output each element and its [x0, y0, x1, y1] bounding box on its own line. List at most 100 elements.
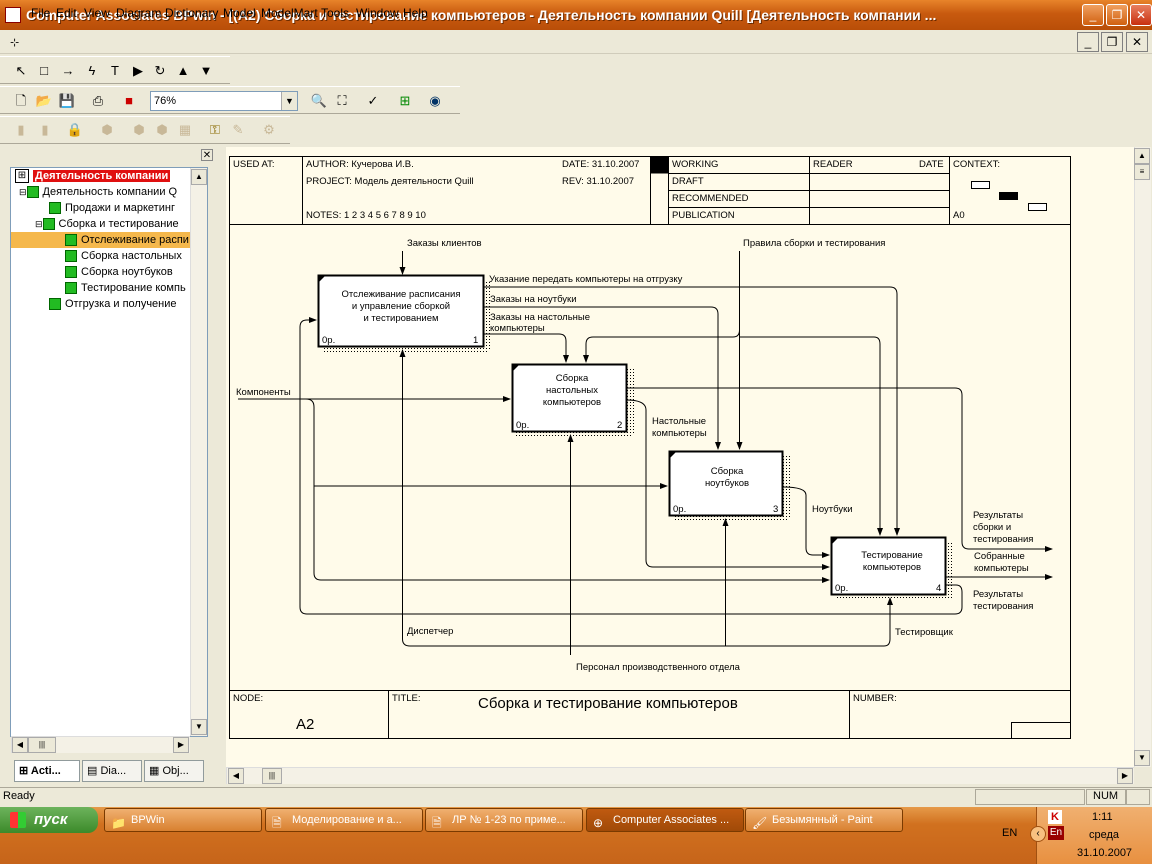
go-to-parent-icon[interactable]: ▲ — [176, 63, 190, 78]
arrow-test-results-feedback — [299, 317, 963, 615]
label-ship-instruction: Указание передать компьютеры на отгрузку — [489, 274, 683, 285]
start-button[interactable]: пуск — [0, 807, 98, 833]
collapse-icon[interactable]: ⊟ — [19, 187, 27, 197]
chevron-down-icon[interactable]: ▼ — [281, 92, 297, 110]
zoom-fit-icon[interactable]: ⛶ — [337, 93, 347, 108]
menu-edit[interactable]: Edit — [56, 6, 77, 20]
tree-root[interactable]: ⊞Деятельность компании — [11, 168, 207, 184]
activity-box-4[interactable]: Тестирование компьютеров 0р. 4 — [830, 536, 947, 596]
squiggle-tool-icon[interactable]: ϟ — [88, 63, 96, 78]
tray-expand-icon[interactable]: ‹ — [1030, 826, 1046, 842]
arrow-tool-icon[interactable]: → — [61, 63, 75, 78]
menu-help[interactable]: Help — [403, 6, 428, 20]
window-titlebar[interactable]: Computer Associates BPwin - [(A2) Сборка… — [0, 0, 1152, 30]
text-tool-icon[interactable]: T — [111, 63, 119, 78]
activity-box-2[interactable]: Сборка настольных компьютеров 0р. 2 — [511, 363, 628, 433]
scroll-right-icon[interactable]: ▶ — [173, 737, 189, 753]
clock-time[interactable]: 1:11 — [1092, 811, 1113, 823]
users-icon[interactable]: ⚙ — [263, 122, 275, 137]
menu-modelmart[interactable]: ModelMart — [261, 6, 318, 20]
horizontal-scroll-thumb[interactable]: ||| — [262, 768, 282, 784]
menu-tools[interactable]: Tools — [321, 6, 350, 20]
library-icon[interactable]: ⬢ — [101, 122, 113, 137]
compare-icon[interactable]: ⬢ — [156, 122, 168, 137]
activity-icon — [65, 250, 77, 263]
connect-icon[interactable]: ▮ — [17, 122, 25, 137]
tree-vertical-scrollbar[interactable] — [190, 168, 207, 736]
modelmart-icon[interactable]: ◉ — [429, 93, 441, 108]
go-to-child-icon[interactable]: ▶ — [133, 63, 143, 78]
new-file-icon[interactable]: 🗋 — [15, 93, 27, 108]
tree-item-7[interactable]: Отгрузка и получение — [11, 296, 207, 312]
minimize-button[interactable]: _ — [1082, 4, 1104, 26]
mdi-close-button[interactable]: ✕ — [1126, 32, 1148, 52]
go-to-sibling-icon[interactable]: ▼ — [199, 63, 213, 78]
menu-model[interactable]: Model — [223, 6, 256, 20]
box-tool-icon[interactable]: □ — [40, 63, 48, 78]
arrow-desktop-orders — [484, 333, 569, 363]
save-icon[interactable]: 💾 — [58, 93, 76, 108]
scroll-down-icon[interactable]: ▼ — [191, 719, 207, 735]
menu-diagram[interactable]: Diagram — [116, 6, 162, 20]
tree-item-6[interactable]: Тестирование компь — [11, 280, 207, 296]
keyboard-layout-icon[interactable]: En — [1048, 826, 1064, 840]
task-bpwin-app[interactable]: ⊕Computer Associates ... — [586, 808, 744, 832]
restore-button[interactable]: ❐ — [1106, 4, 1128, 26]
spellcheck-icon[interactable]: ✓ — [367, 93, 379, 108]
task-bpwin[interactable]: 📁BPWin — [104, 808, 262, 832]
tree-item-1[interactable]: Продажи и маркетинг — [11, 200, 207, 216]
activity-box-3[interactable]: Сборка ноутбуков 0р. 3 — [668, 450, 784, 517]
vertical-scroll-thumb[interactable]: ≡ — [1134, 164, 1150, 180]
scroll-right-icon[interactable]: ▶ — [1117, 768, 1133, 784]
model-explorer-icon[interactable]: ⊞ — [399, 93, 411, 108]
scroll-up-icon[interactable]: ▲ — [1134, 148, 1150, 164]
kaspersky-icon[interactable]: K — [1048, 810, 1062, 824]
diagram-horizontal-scrollbar[interactable] — [226, 767, 1134, 784]
tree-item-3[interactable]: Отслеживание распи — [11, 232, 207, 248]
tree-item-5[interactable]: Сборка ноутбуков — [11, 264, 207, 280]
mdi-minimize-button[interactable]: _ — [1077, 32, 1099, 52]
menu-dictionary[interactable]: Dictionary — [165, 6, 219, 20]
security-icon[interactable]: ⚿ — [210, 122, 220, 137]
scroll-left-icon[interactable]: ◀ — [12, 737, 28, 753]
menu-file[interactable]: File — [31, 6, 51, 20]
horizontal-scroll-thumb[interactable]: ||| — [28, 737, 56, 753]
tab-objects[interactable]: ▦ Obj... — [144, 760, 204, 782]
tab-diagrams[interactable]: ▤ Dia... — [82, 760, 142, 782]
task-paint[interactable]: 🖌Безымянный - Paint — [745, 808, 903, 832]
menu-window[interactable]: Window — [356, 6, 399, 20]
rotate-icon[interactable]: ↻ — [154, 63, 166, 78]
zoom-icon[interactable]: 🔍 — [310, 93, 328, 108]
lock-icon[interactable]: 🔒 — [66, 122, 84, 137]
tree-item-4[interactable]: Сборка настольных — [11, 248, 207, 264]
report-icon[interactable]: ✎ — [232, 122, 244, 137]
tab-activities[interactable]: ⊞ Acti... — [14, 760, 80, 782]
language-indicator[interactable]: EN — [1002, 827, 1018, 839]
zoom-select[interactable]: 76% ▼ — [150, 91, 298, 111]
panel-close-icon[interactable]: ✕ — [201, 149, 213, 161]
disconnect-icon[interactable]: ▮ — [41, 122, 49, 137]
bpwin-app-icon[interactable] — [5, 7, 21, 23]
scroll-down-icon[interactable]: ▼ — [1134, 750, 1150, 766]
activity-tree[interactable]: ⊞Деятельность компании ⊟Деятельность ком… — [10, 167, 208, 737]
diagram-title: Сборка и тестирование компьютеров — [478, 695, 738, 712]
scroll-up-icon[interactable]: ▲ — [191, 169, 207, 185]
color-palette-icon[interactable]: ■ — [125, 93, 133, 108]
table-icon[interactable]: ▦ — [178, 122, 192, 137]
task-word-lr[interactable]: 🗎ЛР № 1-23 по приме... — [425, 808, 583, 832]
mdi-restore-button[interactable]: ❐ — [1101, 32, 1123, 52]
menu-view[interactable]: View — [84, 6, 110, 20]
pointer-tool-icon[interactable]: ↖ — [15, 63, 27, 78]
print-icon[interactable]: ⎙ — [92, 93, 104, 108]
merge-icon[interactable]: ⬢ — [133, 122, 145, 137]
scroll-left-icon[interactable]: ◀ — [228, 768, 244, 784]
tree-item-0[interactable]: ⊟Деятельность компании Q — [11, 184, 207, 200]
activity-box-1[interactable]: Отслеживание расписания и управление сбо… — [317, 274, 485, 348]
collapse-icon[interactable]: ⊟ — [35, 219, 43, 229]
document-icon[interactable]: ⊹ — [10, 37, 20, 49]
open-file-icon[interactable]: 📂 — [35, 93, 53, 108]
tree-item-2[interactable]: ⊟Сборка и тестирование — [11, 216, 207, 232]
diagram-vertical-scrollbar[interactable] — [1134, 147, 1151, 767]
task-word-modeling[interactable]: 🗎Моделирование и а... — [265, 808, 423, 832]
